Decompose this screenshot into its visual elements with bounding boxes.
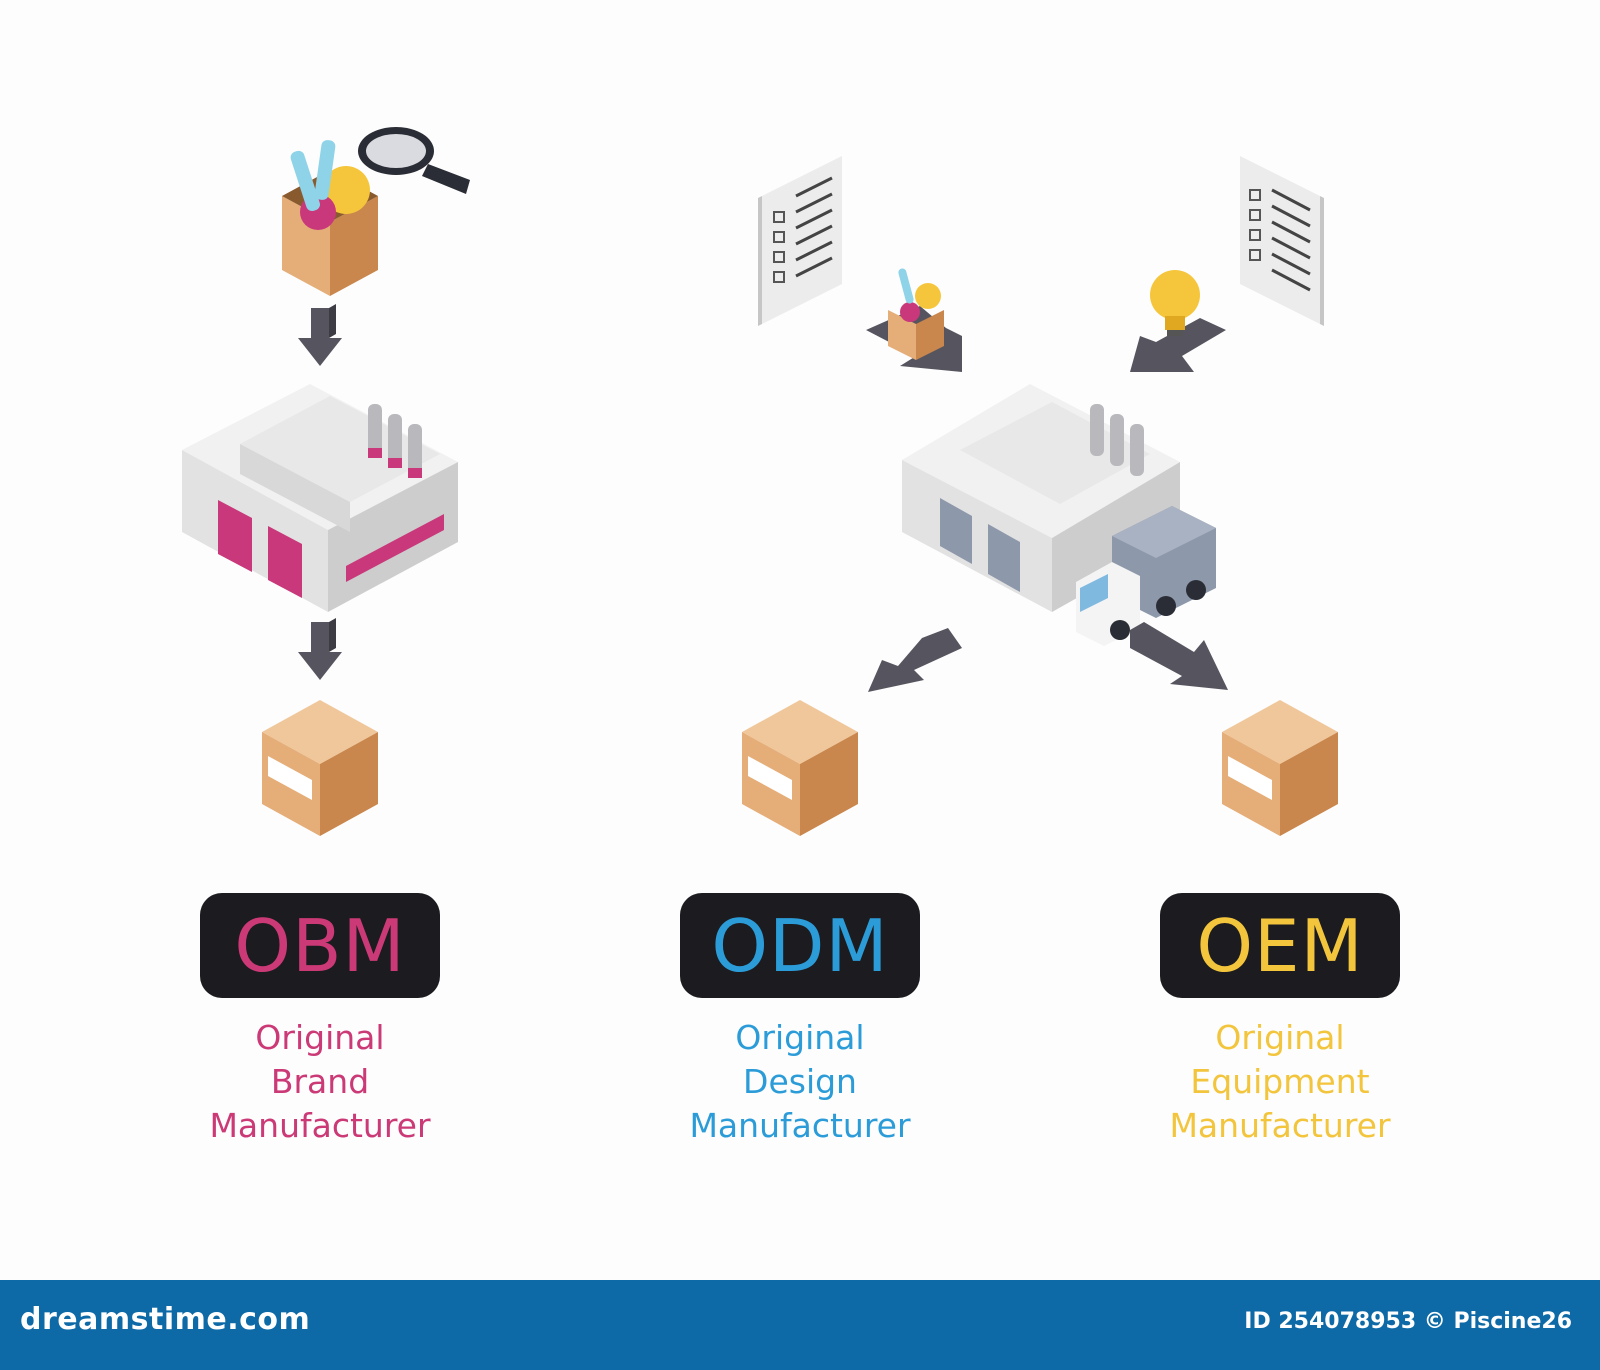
factory-icon — [182, 384, 458, 612]
cardboard-box-icon — [262, 700, 378, 836]
obm-badge: OBM — [200, 893, 440, 998]
cardboard-box-icon — [742, 700, 858, 836]
diagram-illustration — [182, 127, 1338, 836]
shopping-bag-icon — [888, 268, 944, 360]
arrow-icon — [298, 618, 342, 680]
footer-bar: dreamstime.com ID 254078953 © Piscine26 — [0, 1280, 1600, 1370]
odm-abbreviation: ODM — [711, 903, 889, 988]
odm-badge: ODM — [680, 893, 920, 998]
caption-line: Manufacturer — [209, 1106, 431, 1145]
caption-line: Equipment — [1190, 1062, 1370, 1101]
caption-line: Original — [1215, 1018, 1345, 1057]
light-bulb-icon — [1150, 270, 1200, 336]
footer-logo[interactable]: dreamstime.com — [20, 1302, 311, 1337]
cardboard-box-icon — [1222, 700, 1338, 836]
oem-badge: OEM — [1160, 893, 1400, 998]
obm-caption: Original Brand Manufacturer — [160, 1016, 480, 1148]
caption-line: Brand — [270, 1062, 370, 1101]
caption-line: Original — [255, 1018, 385, 1057]
shopping-bag-icon — [282, 140, 378, 296]
oem-abbreviation: OEM — [1196, 903, 1364, 988]
caption-line: Design — [743, 1062, 857, 1101]
odm-caption: Original Design Manufacturer — [640, 1016, 960, 1148]
arrow-icon — [298, 304, 342, 366]
checklist-document-icon — [1240, 156, 1324, 326]
checklist-document-icon — [758, 156, 842, 326]
magnifier-icon — [358, 127, 470, 194]
oem-caption: Original Equipment Manufacturer — [1120, 1016, 1440, 1148]
delivery-truck-icon — [1076, 506, 1216, 646]
arrow-icon — [1130, 318, 1226, 372]
obm-abbreviation: OBM — [234, 903, 406, 988]
caption-line: Manufacturer — [1169, 1106, 1391, 1145]
caption-line: Manufacturer — [689, 1106, 911, 1145]
footer-credit: ID 254078953 © Piscine26 — [1244, 1309, 1572, 1334]
arrow-icon — [868, 622, 1228, 692]
caption-line: Original — [735, 1018, 865, 1057]
